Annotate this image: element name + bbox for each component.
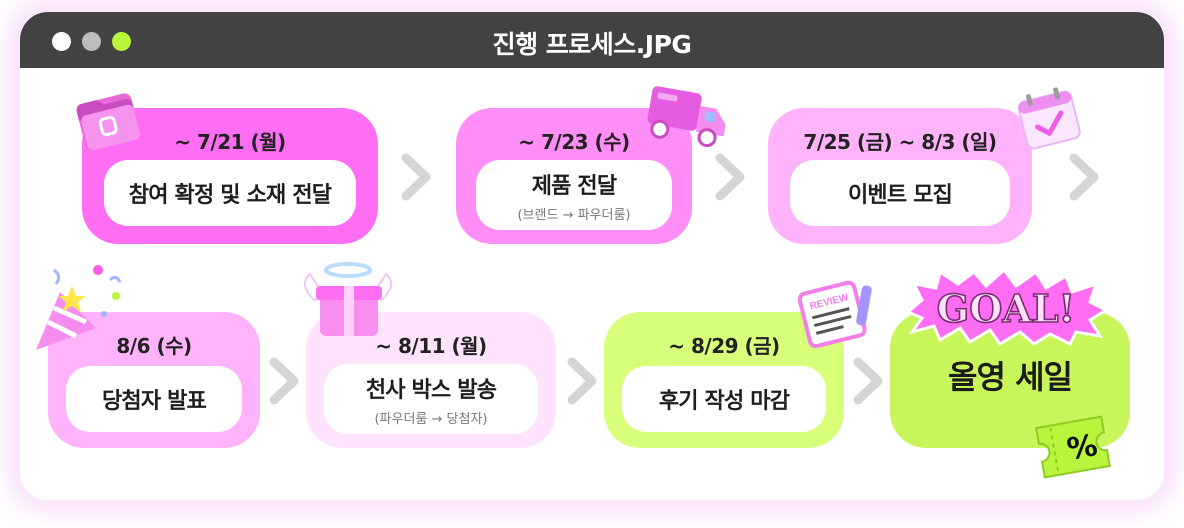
delivery-truck-icon [647,86,726,148]
chevron-right-icon [1069,153,1099,201]
step-title: 참여 확정 및 소재 전달 [128,183,332,208]
step-date: 8/6 (수) [116,334,192,358]
window-maximize-dot[interactable] [112,32,131,51]
app-window: 진행 프로세스.JPG ~ 7/21 (월) 참여 확정 및 소재 전달 ~ 7… [20,12,1164,500]
angel-gift-box-icon [303,262,393,336]
step-title: 제품 전달 [531,173,617,199]
window-minimize-dot[interactable] [82,32,101,51]
step-date: 7/25 (금) ~ 8/3 (일) [803,130,997,154]
window-title: 진행 프로세스.JPG [492,30,692,59]
step-date: ~ 7/21 (월) [174,130,286,154]
chevron-right-icon [269,357,299,405]
party-popper-icon [36,265,122,350]
chevron-right-icon [715,153,745,201]
step-date: ~ 7/23 (수) [518,130,630,154]
step-date: ~ 8/11 (월) [375,334,487,358]
chevron-right-icon [853,357,883,405]
step-title: 이벤트 모집 [847,183,953,208]
goal-badge-text: GOAL! [937,286,1075,331]
folder-icon [76,93,140,151]
window-close-dot[interactable] [52,32,71,51]
step-date: ~ 8/29 (금) [668,334,780,358]
step-note: (브랜드 → 파우더룸) [517,207,631,223]
step-card-6: ~ 8/29 (금) 후기 작성 마감 [604,312,844,448]
title-bar: 진행 프로세스.JPG [20,12,1164,68]
step-note: (파우더룸 → 당첨자) [374,411,488,427]
step-title: 후기 작성 마감 [658,389,790,414]
goal-title: 올영 세일 [948,358,1073,396]
step-title: 천사 박스 발송 [365,377,497,403]
step-card-3: 7/25 (금) ~ 8/3 (일) 이벤트 모집 [768,108,1032,244]
chevron-right-icon [401,153,431,201]
goal-burst-icon: GOAL! [905,267,1110,346]
calendar-check-icon [1017,87,1081,150]
chevron-right-icon [567,357,597,405]
step-card-4: 8/6 (수) 당첨자 발표 [48,312,260,448]
coupon-percent-text: % [1064,428,1100,468]
step-title: 당첨자 발표 [101,389,207,414]
review-clipboard-icon: REVIEW [797,280,872,349]
percent-coupon-icon: % [1035,415,1111,479]
step-card-2: ~ 7/23 (수) 제품 전달 (브랜드 → 파우더룸) [456,108,692,244]
